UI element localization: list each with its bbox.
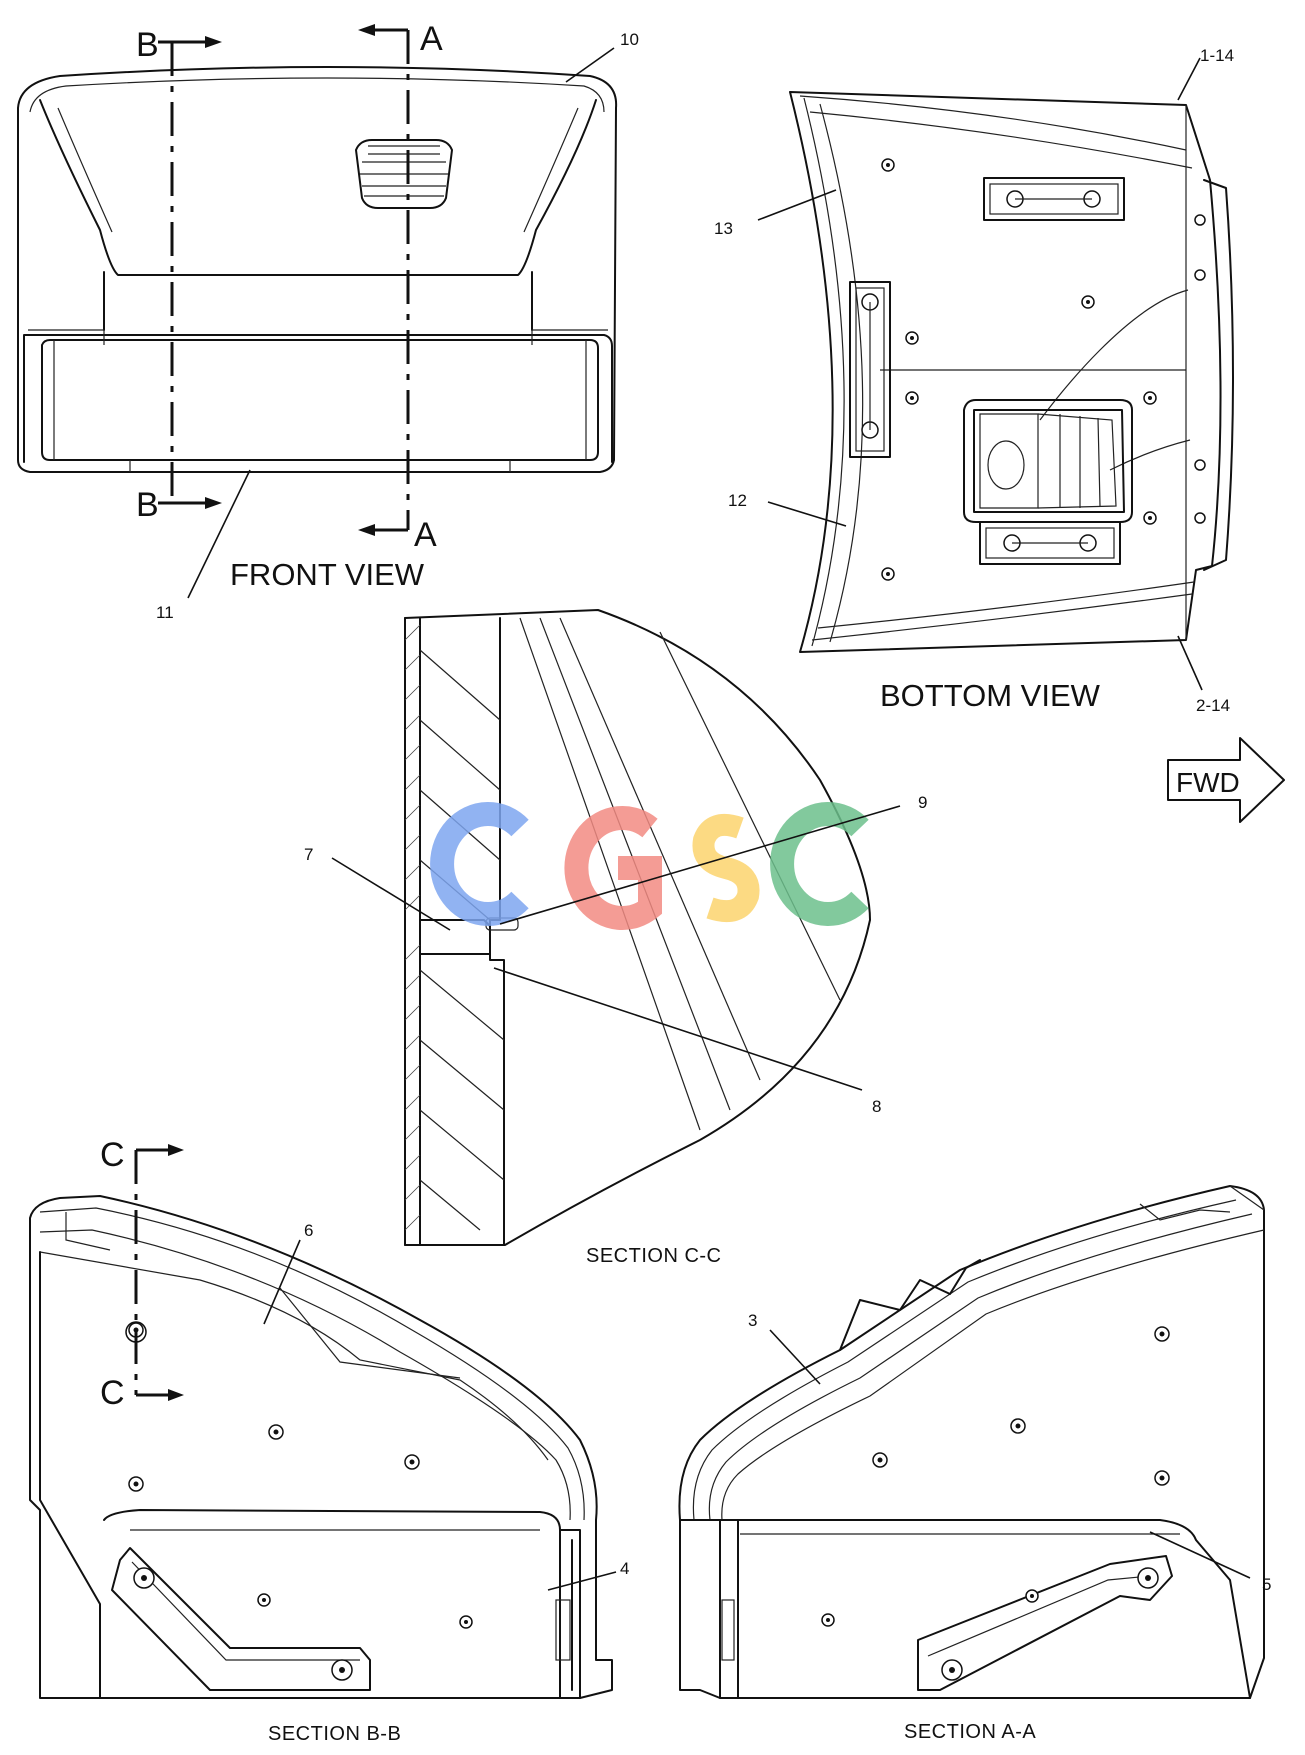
watermark-logo: [430, 802, 869, 930]
front-view-cut-lines: B B A A: [136, 20, 443, 554]
callout-8: 8: [872, 1097, 881, 1116]
section-bb-cut-lines: C C: [100, 1136, 184, 1412]
cut-marker-b-top: B: [136, 26, 159, 64]
section-bb: [29, 1195, 613, 1699]
callout-7: 7: [304, 845, 313, 864]
fwd-label: FWD: [1176, 767, 1240, 798]
front-view-label: FRONT VIEW: [230, 557, 425, 592]
cut-marker-a-top: A: [420, 20, 443, 58]
section-bb-label: SECTION B-B: [268, 1723, 401, 1745]
bottom-view: [789, 91, 1234, 653]
cut-marker-b-bottom: B: [136, 486, 159, 524]
callout-3: 3: [748, 1311, 757, 1330]
callout-6: 6: [304, 1221, 313, 1240]
fwd-arrow: FWD: [1167, 737, 1285, 823]
bottom-view-fasteners: [861, 158, 1206, 581]
callout-2-14: 2-14: [1196, 696, 1230, 715]
section-cc: [404, 609, 871, 1246]
cut-marker-a-bottom: A: [414, 516, 437, 554]
callout-4: 4: [620, 1559, 629, 1578]
callout-5: 5: [1262, 1575, 1271, 1594]
section-aa-label: SECTION A-A: [904, 1721, 1036, 1743]
section-aa: [678, 1185, 1265, 1699]
bottom-view-label: BOTTOM VIEW: [880, 678, 1101, 713]
front-view: [17, 66, 618, 473]
section-cc-label: SECTION C-C: [586, 1245, 722, 1267]
cut-marker-c-bottom: C: [100, 1374, 125, 1412]
callout-12: 12: [728, 491, 747, 510]
callout-10: 10: [620, 30, 639, 49]
callout-13: 13: [714, 219, 733, 238]
callout-1-14: 1-14: [1200, 46, 1234, 65]
callout-11: 11: [156, 603, 174, 622]
callout-9: 9: [918, 793, 927, 812]
cut-marker-c-top: C: [100, 1136, 125, 1174]
